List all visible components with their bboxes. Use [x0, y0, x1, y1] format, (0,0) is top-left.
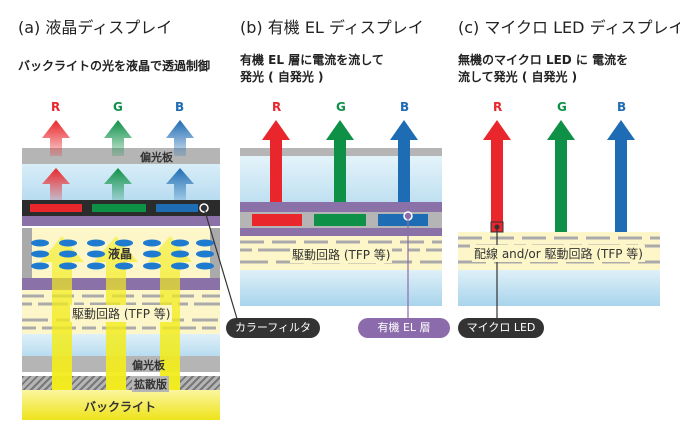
panel-c-subtitle-line2: 流して発光 ( 自発光 ) — [458, 70, 578, 84]
panel-c-label-r: R — [493, 100, 503, 114]
panel-a-label-b: B — [175, 100, 185, 114]
panel-a-output-arrows — [42, 120, 194, 156]
micro-led-callout: マイクロ LED — [458, 318, 544, 338]
panel-b-label-b: B — [400, 100, 410, 114]
panel-a-polarizer-top-label: 偏光板 — [140, 151, 173, 164]
panel-c-drive-circuit-label: 配線 and/or 駆動回路 (TFP 等) — [472, 245, 645, 262]
panel-c-substrate — [458, 270, 660, 306]
panel-a-color-filter-segments — [30, 203, 209, 213]
panel-c-subtitle-line1: 無機のマイクロ LED に 電流を — [458, 53, 629, 67]
panel-b-label-g: G — [336, 100, 346, 114]
panel-a-callout-line — [203, 207, 239, 323]
organic-el-layer-callout: 有機 EL 層 — [358, 318, 450, 338]
panel-a-label-g: G — [113, 100, 123, 114]
panel-c-micro-leds — [490, 221, 627, 233]
panel-c-label-b: B — [617, 100, 627, 114]
panel-a-spacers — [22, 228, 220, 278]
panel-a-diffuser-label: 拡散版 — [132, 376, 169, 392]
color-filter-callout: カラーフィルタ — [226, 318, 320, 338]
panel-b-label-r: R — [272, 100, 282, 114]
panel-a-label-r: R — [51, 100, 61, 114]
panel-a-polarizer-bottom-label: 偏光板 — [132, 359, 165, 372]
panel-a-title: (a) 液晶ディスプレイ — [18, 18, 173, 37]
panel-a-backlight — [22, 390, 220, 420]
panel-a-backlight-label: バックライト — [84, 400, 157, 414]
panel-b-title: (b) 有機 EL ディスプレイ — [240, 18, 424, 37]
panel-a-filtered-arrows — [42, 168, 194, 200]
panel-b-subtitle-line2: 発光 ( 自発光 ) — [240, 70, 324, 84]
panel-b-subtitle-line1: 有機 EL 層に電流を流して — [240, 53, 384, 67]
panel-b-organic-top — [240, 202, 442, 212]
panel-b-emitters — [252, 211, 428, 226]
panel-b-organic-bottom — [240, 228, 442, 236]
panel-a-subtitle: バックライトの光を液晶で透過制御 — [18, 59, 211, 73]
panel-a-liquid-crystal-label: 液晶 — [108, 247, 133, 261]
panel-c-title: (c) マイクロ LED ディスプレイ — [458, 18, 680, 37]
panel-a-liquid-crystal-molecules — [31, 239, 214, 270]
panel-c-label-g: G — [557, 100, 567, 114]
panel-a-alignment-layer — [22, 216, 220, 226]
panel-b-drive-circuit-label: 駆動回路 (TFP 等) — [290, 246, 393, 263]
panel-b-output-arrows — [262, 120, 418, 202]
panel-a-drive-circuit-label: 駆動回路 (TFP 等) — [70, 305, 173, 322]
panel-c-output-arrows — [483, 120, 635, 222]
